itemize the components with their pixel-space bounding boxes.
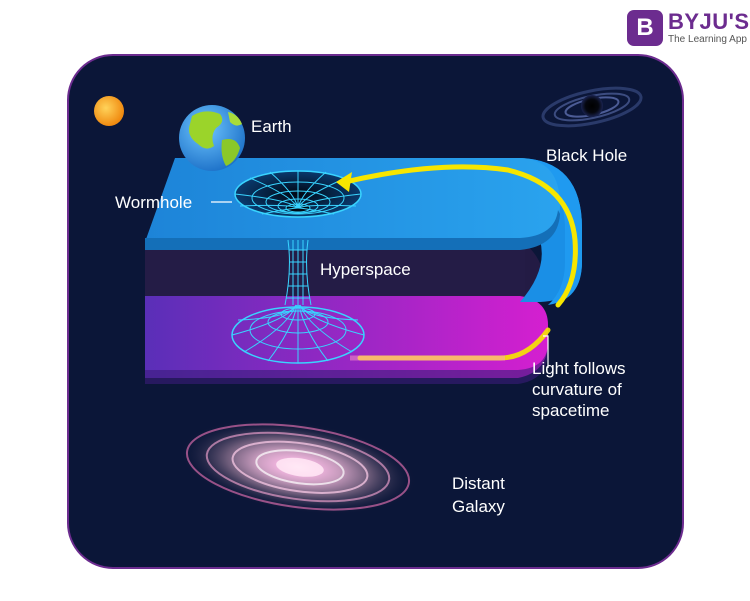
byjus-logo-mark: B — [627, 10, 663, 46]
light-path — [342, 164, 578, 308]
bottom-sheet — [145, 296, 548, 378]
sun-icon — [94, 96, 124, 126]
black-hole-icon — [541, 86, 643, 128]
light-label-line-3: spacetime — [532, 401, 610, 420]
byjus-logo-name: BYJU'S — [668, 9, 750, 34]
earth-icon — [179, 105, 245, 171]
light-label-line-1: Light follows — [532, 359, 626, 378]
earth-label: Earth — [251, 117, 292, 136]
light-arrowhead — [336, 172, 352, 192]
galaxy-icon — [179, 419, 417, 515]
hyperspace-label: Hyperspace — [320, 260, 411, 279]
galaxy-label-line-2: Galaxy — [452, 497, 505, 516]
black-hole-label: Black Hole — [546, 146, 628, 165]
top-sheet-edge — [145, 210, 560, 250]
bottom-sheet-edge — [145, 342, 548, 384]
galaxy-label-line-1: Distant — [452, 474, 505, 493]
wormhole-label: Wormhole — [115, 193, 193, 212]
light-label-line-2: curvature of — [532, 380, 622, 399]
light-leader — [543, 335, 549, 368]
byjus-logo-tagline: The Learning App — [668, 34, 747, 45]
wormhole-grid — [231, 170, 365, 364]
byjus-logo[interactable]: B BYJU'S The Learning App — [627, 9, 749, 50]
